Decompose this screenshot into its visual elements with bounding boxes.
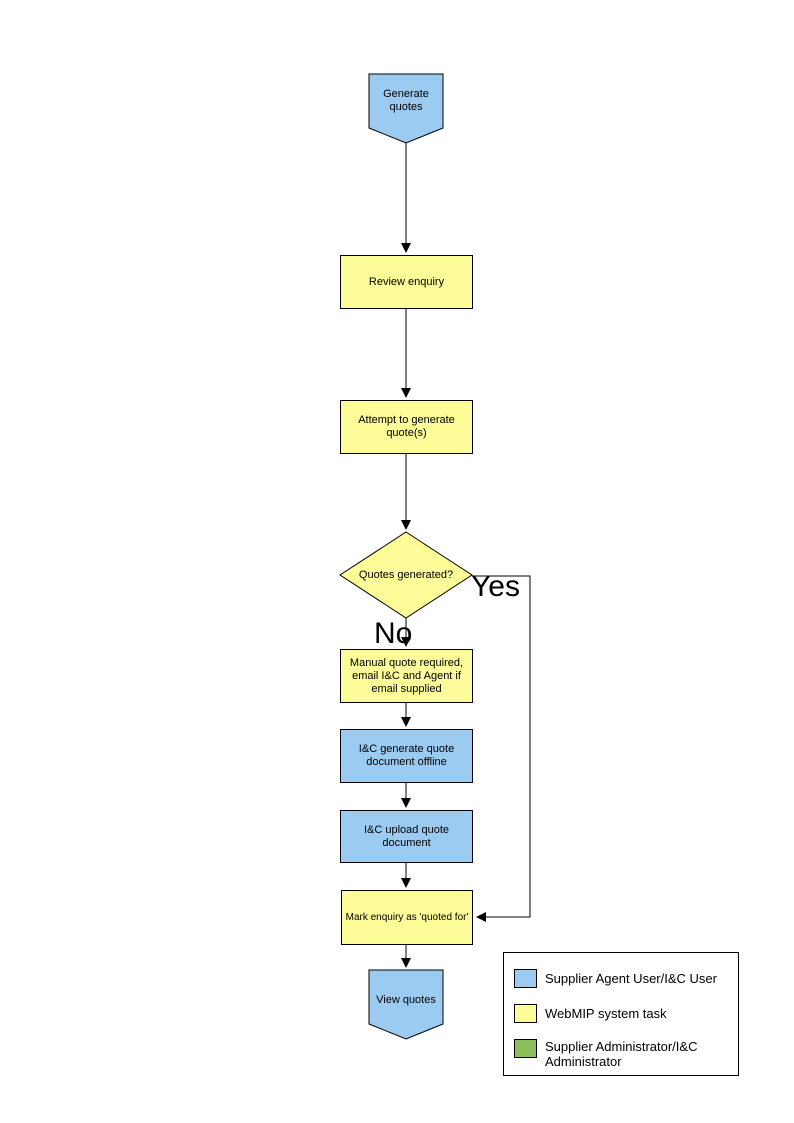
connector-decision-yes-to-mark <box>472 575 531 922</box>
end-node-label: View quotes <box>376 993 436 1006</box>
start-node-label: Generate quotes <box>383 88 429 113</box>
no-branch-label: No <box>374 617 413 650</box>
decision-label: Quotes generated? <box>358 568 454 581</box>
start-terminator-shape <box>368 73 444 144</box>
upload-quote-document-step: I&C upload quote document <box>340 810 473 863</box>
legend-label-system: WebMIP system task <box>545 1006 667 1021</box>
legend-swatch-blue <box>514 969 537 988</box>
mark-enquiry-quoted-step: Mark enquiry as 'quoted for' <box>341 890 473 945</box>
legend-swatch-green <box>514 1039 537 1058</box>
generate-quote-offline-step: I&C generate quote document offline <box>340 729 473 783</box>
decision-diamond-shape <box>339 531 473 619</box>
legend-label-user: Supplier Agent User/I&C User <box>545 971 717 986</box>
attempt-generate-quotes-step: Attempt to generate quote(s) <box>340 400 473 454</box>
yes-branch-label: Yes <box>471 570 520 603</box>
legend-swatch-yellow <box>514 1004 537 1023</box>
review-enquiry-step: Review enquiry <box>340 255 473 309</box>
legend-box: Supplier Agent User/I&C User WebMIP syst… <box>503 952 739 1076</box>
manual-quote-required-step: Manual quote required, email I&C and Age… <box>340 649 473 703</box>
end-terminator-shape <box>368 969 444 1040</box>
legend-label-admin: Supplier Administrator/I&C Administrator <box>545 1039 698 1069</box>
